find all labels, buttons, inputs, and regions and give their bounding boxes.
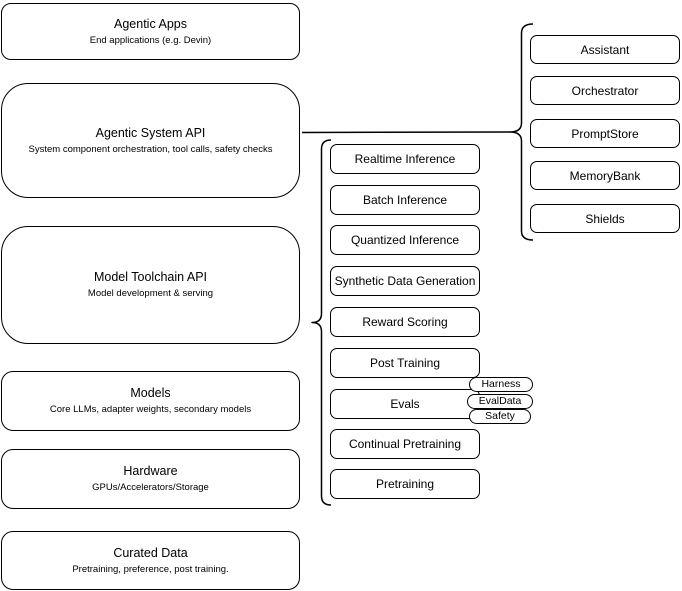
node-memorybank: MemoryBank [530, 161, 680, 190]
node-title: Models [130, 386, 171, 400]
node-orchestrator: Orchestrator [530, 76, 680, 105]
node-shields: Shields [530, 204, 680, 233]
node-title: Model Toolchain API [93, 270, 208, 284]
node-reward-scoring: Reward Scoring [330, 307, 480, 337]
node-evals: Evals [330, 389, 480, 419]
node-title: Curated Data [113, 545, 188, 560]
node-assistant: Assistant [530, 35, 680, 64]
node-subtitle: GPUs/Accelerators/Storage [92, 482, 209, 493]
tag-harness: Harness [469, 377, 533, 392]
node-quantized-inference: Quantized Inference [330, 225, 480, 255]
node-subtitle: Model development & serving [87, 288, 214, 299]
node-subtitle: Core LLMs, adapter weights, secondary mo… [49, 404, 252, 415]
node-subtitle: System component orchestration, tool cal… [28, 143, 273, 155]
node-title: Hardware [123, 464, 178, 478]
tag-evaldata: EvalData [467, 394, 533, 409]
node-realtime-inference: Realtime Inference [330, 144, 480, 174]
right-group-brace [509, 23, 534, 241]
node-title: Agentic System API [95, 125, 206, 140]
node-agentic-system-api: Agentic System API System component orche… [1, 83, 300, 198]
node-synthetic-data-generation: Synthetic Data Generation [330, 266, 480, 296]
tag-safety: Safety [469, 409, 531, 424]
node-post-training: Post Training [330, 348, 480, 378]
api-to-agent-components-line [301, 131, 511, 134]
node-pretraining: Pretraining [330, 469, 480, 499]
node-subtitle: End applications (e.g. Devin) [89, 34, 212, 46]
middle-group-brace [311, 139, 332, 506]
node-title: Agentic Apps [114, 16, 187, 31]
node-promptstore: PromptStore [530, 119, 680, 148]
node-continual-pretraining: Continual Pretraining [330, 429, 480, 459]
node-subtitle: Pretraining, preference, post training. [72, 563, 229, 575]
node-batch-inference: Batch Inference [330, 185, 480, 215]
node-model-toolchain-api: Model Toolchain API Model development & s… [1, 226, 300, 344]
